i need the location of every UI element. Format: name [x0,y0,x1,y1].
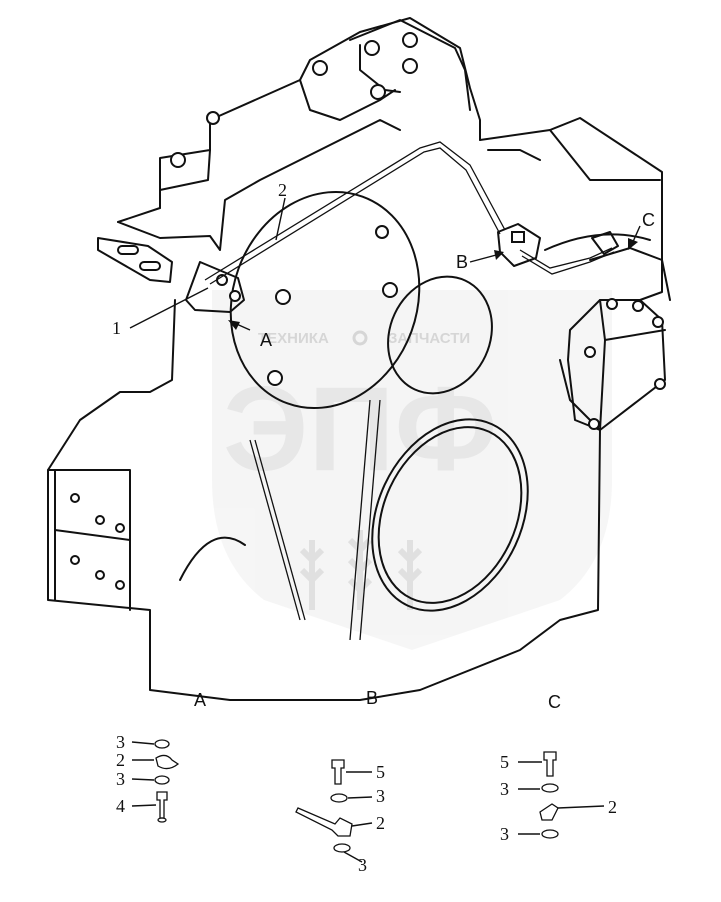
engine-housing [47,17,671,701]
detail-c-title: C [548,692,561,712]
detail-b-item-4: 3 [358,855,367,875]
detail-c-item-3: 2 [608,797,617,817]
bolt-icon [331,759,345,785]
callout-harness-1: 1 [112,318,121,338]
washer-icon [541,829,559,839]
detail-a-item-3: 3 [116,769,125,789]
view-marker-b: B [456,252,468,272]
detail-a-title: A [194,690,206,710]
washer-icon [541,783,559,793]
detail-view-c: C 5 3 2 3 [500,692,617,844]
bolt-icon [543,751,557,777]
clamp-icon [155,754,180,770]
view-marker-c: C [642,210,655,230]
washer-icon [330,793,348,803]
clamp-icon [539,803,559,821]
detail-c-item-2: 3 [500,779,509,799]
watermark-brand-left: ТЕХНИКА [258,330,329,347]
detail-a-item-2: 2 [116,750,125,770]
detail-b-title: B [366,688,378,708]
washer-icon [333,843,351,853]
gear-icon [352,330,368,346]
detail-b-item-2: 3 [376,786,385,806]
detail-b-item-3: 2 [376,813,385,833]
detail-c-item-1: 5 [500,752,509,772]
bolt-icon [156,791,168,819]
wheat-ear-icon [299,530,423,610]
detail-c-item-4: 3 [500,824,509,844]
washer-icon [154,739,170,749]
callout-leaders [129,197,641,331]
callout-harness-2: 2 [278,180,287,200]
detail-view-a: A 3 2 3 4 [116,690,206,823]
wiring-harness [204,141,615,641]
watermark-brand-right: ЗАПЧАСТИ [388,330,470,347]
harness-clamp-icon [295,807,353,837]
view-marker-a: A [260,330,272,350]
detail-view-b: B 5 3 2 3 [295,688,385,875]
detail-a-item-1: 3 [116,732,125,752]
washer-icon [154,775,170,785]
detail-a-item-4: 4 [116,796,125,816]
detail-b-item-1: 5 [376,762,385,782]
watermark: ТЕХНИКА ЗАПЧАСТИ ЭПФ [212,290,612,650]
